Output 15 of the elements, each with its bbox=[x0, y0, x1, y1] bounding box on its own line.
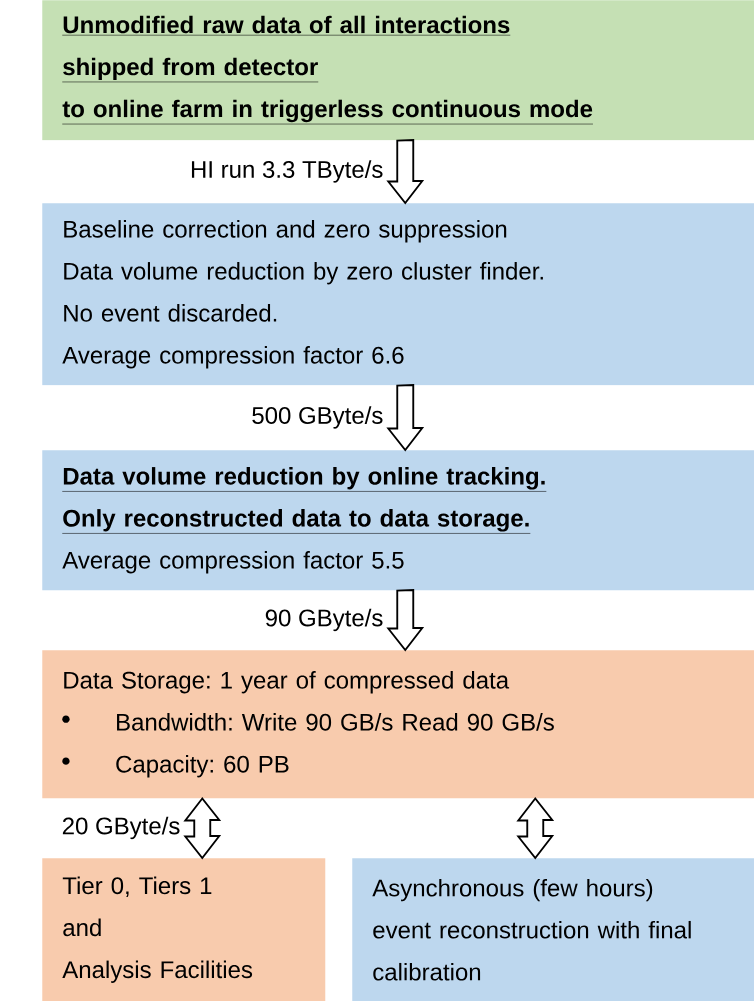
edge-label: 500 GByte/s bbox=[250, 405, 385, 431]
block-arrow bbox=[516, 797, 555, 860]
block-arrow bbox=[386, 139, 425, 205]
edge-label: 90 GByte/s bbox=[263, 607, 385, 633]
process-box: Baseline correction and zero suppression Data volume reduction by zero cluster finder. No event discarded. Average compression factor 6.6 bbox=[42, 203, 754, 386]
block-arrow bbox=[386, 384, 425, 452]
edge-label: HI run 3.3 TByte/s bbox=[188, 159, 385, 185]
block-arrow bbox=[183, 797, 222, 860]
process-box: Tier 0, Tiers 1 and Analysis Facilities bbox=[42, 858, 326, 1001]
process-box: Data volume reduction by online tracking. Only reconstructed data to data storage. Average compression factor 5.5 bbox=[42, 450, 754, 591]
process-box: Unmodified raw data of all interactions shipped from detector to online farm in triggerless continuous mode bbox=[42, 0, 754, 141]
process-box: Asynchronous (few hours) event reconstruction with final calibration bbox=[352, 858, 754, 1001]
process-box: Data Storage: 1 year of compressed data Bandwidth: Write 90 GB/s Read 90 GB/s Capacity: 60 PB bbox=[42, 650, 754, 799]
edge-label: 20 GByte/s bbox=[60, 815, 182, 841]
block-arrow bbox=[386, 589, 425, 652]
